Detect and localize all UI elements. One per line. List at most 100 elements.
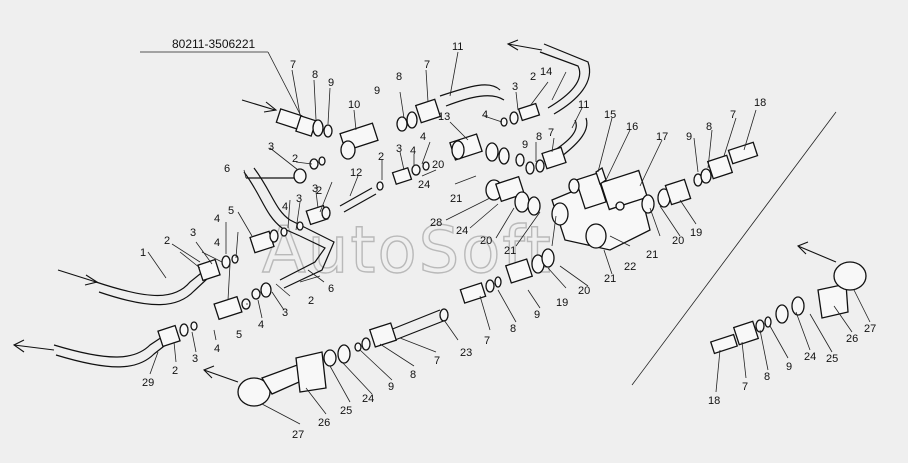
fitting-12-line bbox=[376, 161, 430, 191]
callout: 24 bbox=[804, 351, 816, 363]
fitting-28-20-21-left bbox=[485, 175, 541, 216]
union-5-lower bbox=[213, 282, 272, 321]
callout: 8 bbox=[312, 69, 318, 81]
callout: 4 bbox=[258, 319, 264, 331]
callout: 8 bbox=[536, 131, 542, 143]
callout: 3 bbox=[282, 307, 288, 319]
nut-2-left bbox=[197, 254, 239, 282]
callout: 9 bbox=[374, 85, 380, 97]
tube-29-upper bbox=[53, 334, 166, 358]
fitting-19-20-21-right bbox=[641, 178, 692, 214]
callout: 2 bbox=[530, 71, 536, 83]
callout: 3 bbox=[190, 227, 196, 239]
callout: 3 bbox=[512, 81, 518, 93]
callout: 4 bbox=[214, 237, 220, 249]
flow-arrow-left-middle bbox=[57, 269, 99, 286]
callout: 7 bbox=[742, 381, 748, 393]
callout: 21 bbox=[604, 273, 616, 285]
callout: 2 bbox=[164, 235, 170, 247]
callout: 9 bbox=[686, 131, 692, 143]
callout: 1 bbox=[140, 247, 146, 259]
callout: 18 bbox=[708, 395, 720, 407]
callout: 3 bbox=[296, 193, 302, 205]
callout: 21 bbox=[504, 245, 516, 257]
tube-1-lower bbox=[98, 277, 209, 306]
flow-arrow-inset bbox=[797, 241, 837, 263]
part-number-label: 80211-3506221 bbox=[172, 37, 256, 51]
callout: 16 bbox=[626, 121, 638, 133]
tee-13 bbox=[449, 133, 525, 167]
callout: 4 bbox=[410, 145, 416, 157]
callout: 11 bbox=[452, 41, 463, 53]
callout: 15 bbox=[604, 109, 616, 121]
callout: 4 bbox=[482, 109, 488, 121]
fitting-7-8-9-top bbox=[396, 98, 442, 132]
callout: 7 bbox=[290, 59, 296, 71]
flow-arrow-bottom-center bbox=[203, 365, 239, 383]
callout: 11 bbox=[578, 99, 589, 111]
tube-29-lower bbox=[55, 342, 169, 368]
callout: 8 bbox=[764, 371, 770, 383]
callout: 20 bbox=[578, 285, 590, 297]
callout: 22 bbox=[624, 261, 636, 273]
callout: 3 bbox=[312, 183, 318, 195]
callout: 3 bbox=[396, 143, 402, 155]
callout: 8 bbox=[510, 323, 516, 335]
callout: 5 bbox=[236, 329, 242, 341]
banjo-26-27-bottom bbox=[237, 344, 351, 407]
union-5-upper bbox=[249, 227, 288, 254]
pipe-23 bbox=[389, 308, 449, 341]
leader-lines bbox=[147, 51, 871, 425]
callout: 4 bbox=[214, 343, 220, 355]
flow-arrow-bottom-left bbox=[12, 339, 55, 353]
callout: 9 bbox=[786, 361, 792, 373]
tube-11-upper-a bbox=[439, 84, 501, 97]
callout: 23 bbox=[460, 347, 472, 359]
callout: 24 bbox=[456, 225, 468, 237]
callout: 6 bbox=[328, 283, 334, 295]
callout: 7 bbox=[424, 59, 430, 71]
callout: 6 bbox=[224, 163, 230, 175]
tube-14-a bbox=[539, 51, 581, 109]
callout: 21 bbox=[450, 193, 462, 205]
callout: 7 bbox=[548, 127, 554, 139]
fitting-7-8-9-bottom bbox=[354, 322, 398, 352]
callout: 26 bbox=[846, 333, 858, 345]
callout: 24 bbox=[418, 179, 430, 191]
callout: 3 bbox=[192, 353, 198, 365]
callout: 7 bbox=[730, 109, 736, 121]
tube-11-lower-a bbox=[554, 119, 577, 151]
part-number-leader bbox=[267, 51, 303, 119]
callout: 24 bbox=[362, 393, 374, 405]
fitting-7-8-9-18-right bbox=[693, 141, 759, 187]
callout: 10 bbox=[348, 99, 360, 111]
callout: 12 bbox=[350, 167, 362, 179]
flow-arrow-top-right bbox=[506, 39, 543, 51]
fitting-80211-group bbox=[275, 108, 333, 138]
fitting-2-3-4-top bbox=[500, 102, 541, 127]
nut-2-middle bbox=[296, 204, 331, 231]
inset-divider-line bbox=[631, 111, 837, 386]
tube-12-a bbox=[339, 187, 373, 207]
callout: 25 bbox=[340, 405, 352, 417]
callout: 5 bbox=[228, 205, 234, 217]
washer-3-upper bbox=[293, 156, 326, 184]
callout: 19 bbox=[690, 227, 702, 239]
callout: 9 bbox=[328, 77, 334, 89]
callout: 21 bbox=[646, 249, 658, 261]
callout: 13 bbox=[438, 111, 450, 123]
tube-11-lower-b bbox=[561, 117, 588, 157]
callout: 20 bbox=[432, 159, 444, 171]
callout: 27 bbox=[292, 429, 304, 441]
callout: 28 bbox=[430, 217, 442, 229]
callout: 2 bbox=[292, 153, 298, 165]
callout: 4 bbox=[420, 131, 426, 143]
tube-1-upper bbox=[95, 269, 206, 296]
callout-labels: 11 14 3 2 7 8 9 7 8 9 10 4 11 13 4 15 16… bbox=[140, 41, 876, 441]
callout: 20 bbox=[480, 235, 492, 247]
callout: 14 bbox=[540, 66, 552, 78]
fitting-7-8-9-center bbox=[525, 146, 567, 175]
callout: 8 bbox=[706, 121, 712, 133]
callout: 26 bbox=[318, 417, 330, 429]
